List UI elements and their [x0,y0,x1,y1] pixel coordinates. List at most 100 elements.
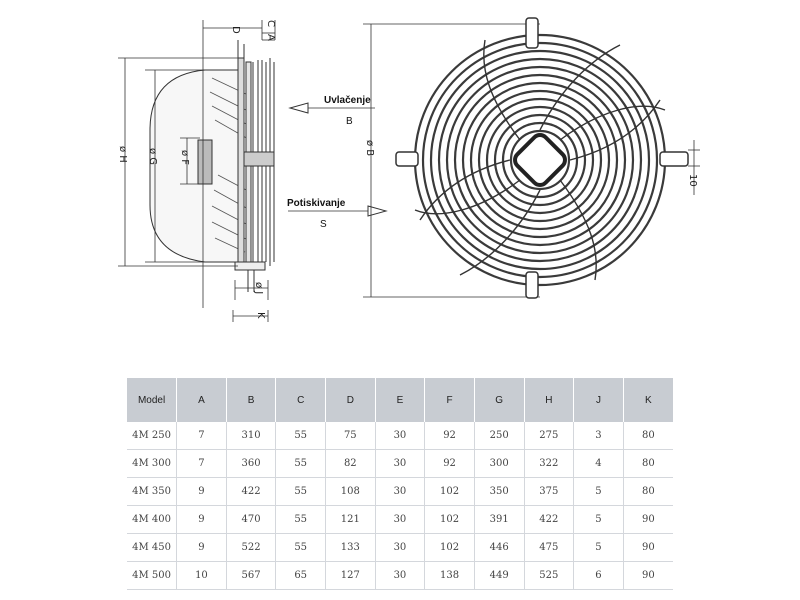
value-cell: 5 [573,533,624,562]
guard-spokes [414,39,666,281]
column-header-d: D [325,378,376,422]
value-cell: 9 [176,477,227,506]
center-hub [513,133,567,187]
value-cell: 102 [424,477,475,506]
value-cell: 567 [226,561,277,590]
value-cell: 80 [623,449,673,478]
dim-label-a: A [265,34,276,41]
intake-arrow-icon [288,102,309,114]
value-cell: 30 [375,505,426,534]
value-cell: 55 [275,533,326,562]
value-cell: 55 [275,449,326,478]
guard-plate [237,57,245,264]
dim-label-f: ø F [179,150,190,165]
dim-label-c: C [265,20,276,27]
value-cell: 250 [474,422,525,450]
motor-hub [197,139,213,185]
blade-hatching [209,77,251,253]
value-cell: 10 [176,561,227,590]
column-header-b: B [226,378,277,422]
model-cell: 4M 350 [127,477,178,506]
intake-callout-letter: B [346,116,353,127]
value-cell: 92 [424,422,475,450]
column-header-f: F [424,378,475,422]
value-cell: 80 [623,477,673,506]
value-cell: 55 [275,422,326,450]
dim-label-b: ø B [364,140,375,156]
model-cell: 4M 450 [127,533,178,562]
model-cell: 4M 400 [127,505,178,534]
value-cell: 30 [375,561,426,590]
value-cell: 446 [474,533,525,562]
column-header-model: Model [127,378,178,422]
value-cell: 90 [623,533,673,562]
value-cell: 9 [176,533,227,562]
value-cell: 7 [176,422,227,450]
value-cell: 6 [573,561,624,590]
value-cell: 322 [524,449,575,478]
fan-side-view [149,40,275,292]
exhaust-callout: Potiskivanje S [287,198,388,230]
value-cell: 360 [226,449,277,478]
value-cell: 30 [375,422,426,450]
value-cell: 127 [325,561,376,590]
right-mount-lug [659,151,689,167]
value-cell: 102 [424,533,475,562]
fan-shaft [243,151,275,167]
value-cell: 90 [623,505,673,534]
dim-label-10: 10 [687,174,698,187]
value-cell: 275 [524,422,575,450]
value-cell: 300 [474,449,525,478]
value-cell: 3 [573,422,624,450]
fan-front-view [363,17,700,299]
value-cell: 350 [474,477,525,506]
dim-label-j: ø J [253,282,264,294]
value-cell: 138 [424,561,475,590]
value-cell: 475 [524,533,575,562]
exhaust-callout-title: Potiskivanje [287,198,346,209]
mounting-foot [234,261,266,271]
column-header-h: H [524,378,575,422]
value-cell: 55 [275,505,326,534]
value-cell: 121 [325,505,376,534]
value-cell: 65 [275,561,326,590]
column-header-e: E [375,378,426,422]
bottom-bracket [525,271,539,299]
exhaust-callout-letter: S [320,219,327,230]
value-cell: 310 [226,422,277,450]
column-header-j: J [573,378,624,422]
column-header-k: K [623,378,673,422]
value-cell: 422 [524,505,575,534]
left-mount-lug [395,151,419,167]
value-cell: 391 [474,505,525,534]
exhaust-arrow-icon [367,205,388,217]
value-cell: 90 [623,561,673,590]
value-cell: 30 [375,477,426,506]
side-dimension-lines [118,20,276,322]
value-cell: 522 [226,533,277,562]
value-cell: 5 [573,477,624,506]
value-cell: 55 [275,477,326,506]
value-cell: 82 [325,449,376,478]
model-cell: 4M 500 [127,561,178,590]
value-cell: 30 [375,449,426,478]
column-header-a: A [176,378,227,422]
model-cell: 4M 250 [127,422,178,450]
column-header-g: G [474,378,525,422]
column-header-c: C [275,378,326,422]
value-cell: 102 [424,505,475,534]
top-bracket [525,17,539,49]
dim-label-h: ø H [117,146,128,163]
dim-label-d: D [230,26,241,34]
value-cell: 5 [573,505,624,534]
value-cell: 133 [325,533,376,562]
value-cell: 449 [474,561,525,590]
